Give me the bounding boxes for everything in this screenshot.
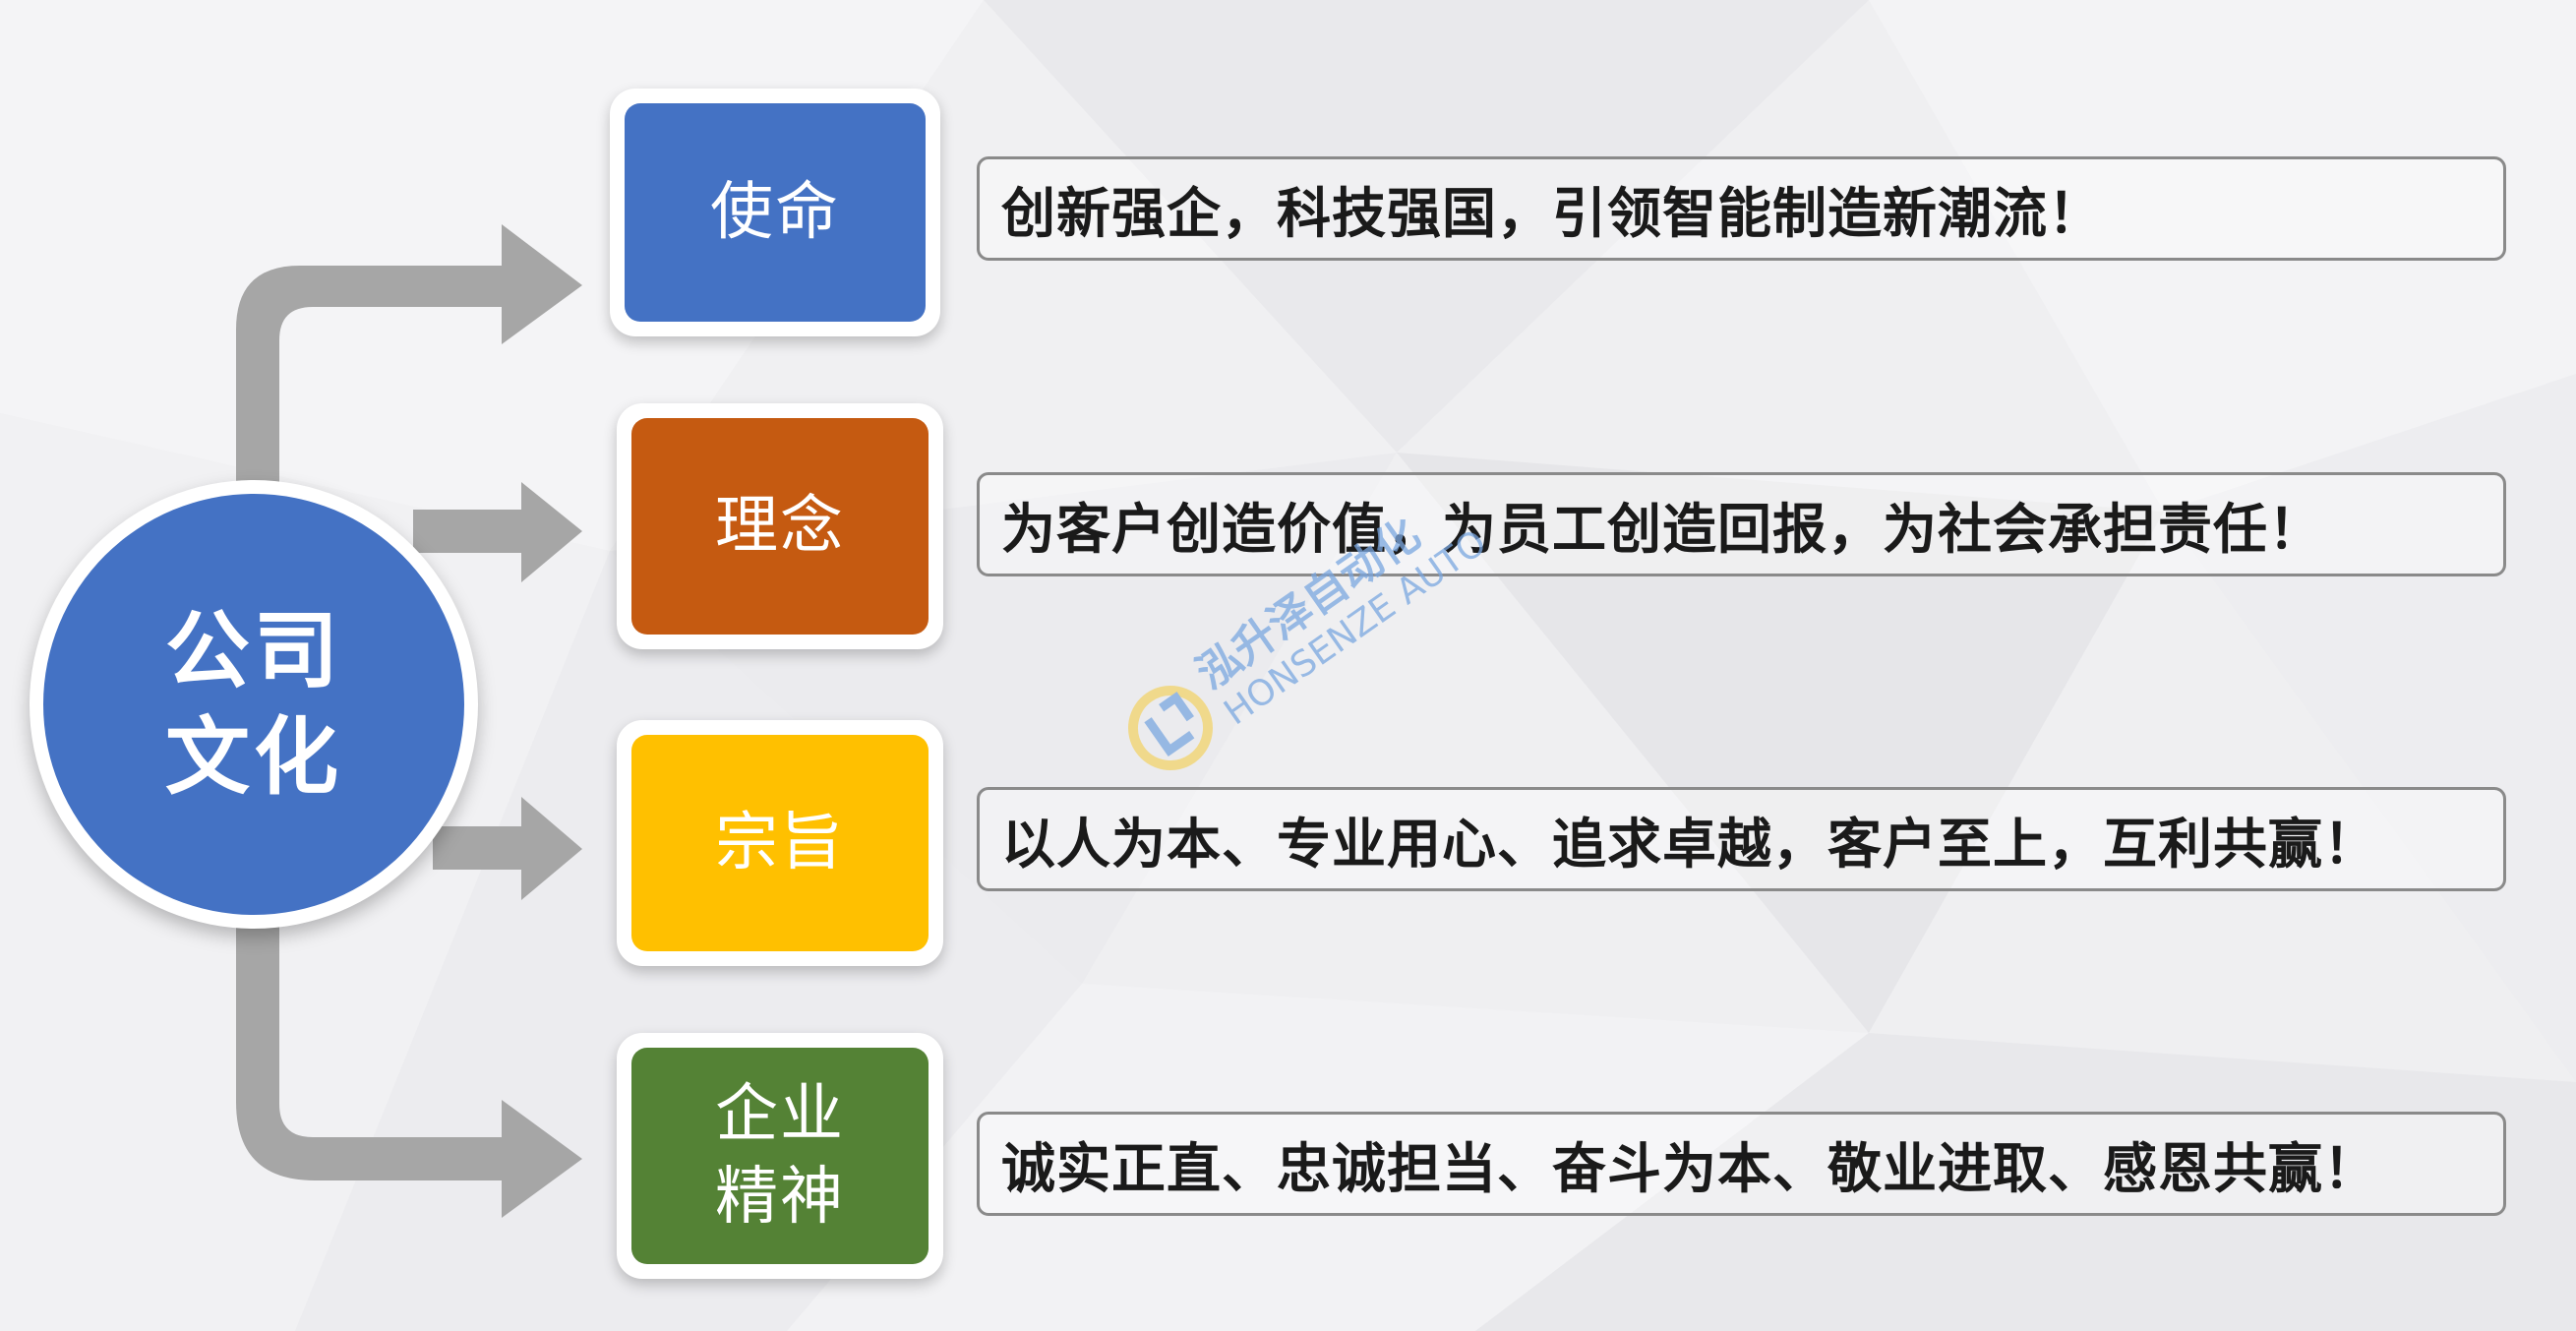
arrow-to-item-3	[433, 797, 582, 900]
statement-mission: 创新强企，科技强国，引领智能制造新潮流！	[1001, 182, 2104, 245]
label-box-mission: 使命	[610, 89, 940, 336]
statement-box-philosophy: 为客户创造价值，为员工创造回报，为社会承担责任！	[977, 472, 2506, 576]
honsenze-logo-icon	[1128, 686, 1213, 770]
label-spirit-line-2: 精神	[715, 1161, 845, 1234]
hub-circle: 公司 文化	[30, 480, 478, 929]
label-box-purpose-fill: 宗旨	[631, 735, 929, 951]
label-mission: 使命	[710, 176, 840, 249]
label-spirit-line-1: 企业	[715, 1078, 845, 1151]
statement-spirit: 诚实正直、忠诚担当、奋斗为本、敬业进取、感恩共赢！	[1001, 1137, 2379, 1200]
label-philosophy: 理念	[715, 490, 845, 563]
label-box-mission-fill: 使命	[625, 103, 926, 322]
arrow-to-item-1	[236, 224, 582, 551]
label-box-spirit: 企业 精神	[617, 1033, 943, 1279]
statement-box-purpose: 以人为本、专业用心、追求卓越，客户至上，互利共赢！	[977, 787, 2506, 891]
statement-philosophy: 为客户创造价值，为员工创造回报，为社会承担责任！	[1001, 498, 2324, 561]
statement-box-mission: 创新强企，科技强国，引领智能制造新潮流！	[977, 156, 2506, 261]
hub-circle-fill: 公司 文化	[43, 494, 464, 915]
hub-title-line-2: 文化	[165, 708, 342, 807]
label-box-philosophy-fill: 理念	[631, 418, 929, 635]
label-box-philosophy: 理念	[617, 403, 943, 649]
label-box-spirit-fill: 企业 精神	[631, 1048, 929, 1264]
arrow-to-item-2	[413, 482, 582, 582]
statement-purpose: 以人为本、专业用心、追求卓越，客户至上，互利共赢！	[1001, 813, 2379, 876]
hub-title-line-1: 公司	[165, 602, 342, 700]
statement-box-spirit: 诚实正直、忠诚担当、奋斗为本、敬业进取、感恩共赢！	[977, 1112, 2506, 1216]
label-purpose: 宗旨	[715, 807, 845, 879]
label-box-purpose: 宗旨	[617, 720, 943, 966]
